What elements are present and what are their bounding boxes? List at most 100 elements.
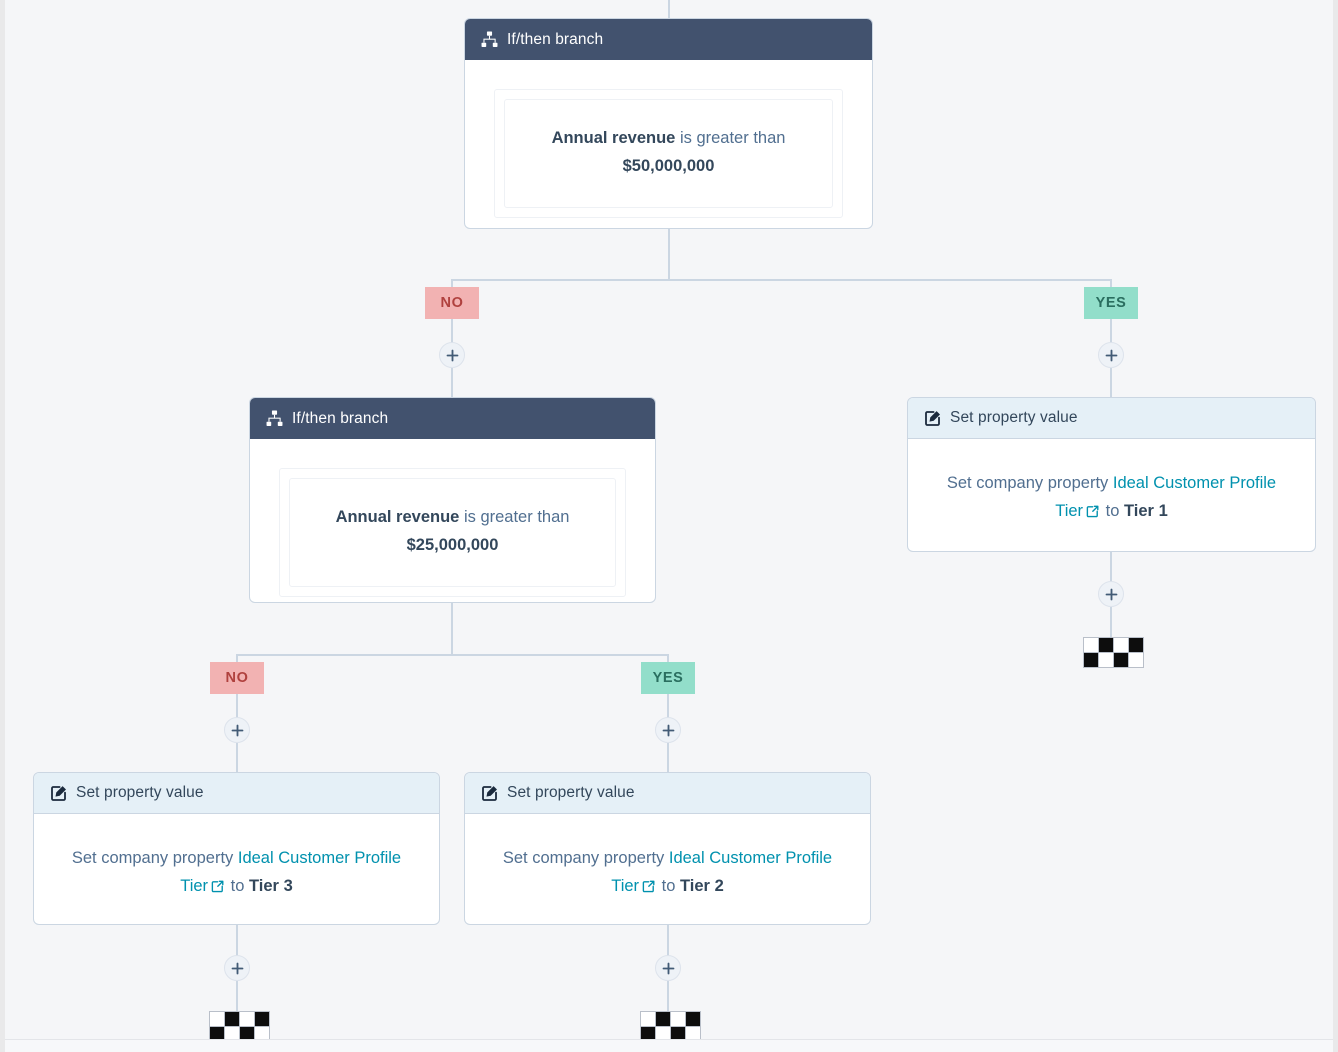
branch-card-2-value: $25,000,000 (406, 536, 499, 555)
action-card-tier1-title: Set property value (950, 409, 1078, 426)
branch-card-1-header: If/then branch (465, 19, 872, 60)
branch-card-1-condition-outer: Annual revenue is greater than $50,000,0… (494, 89, 843, 218)
flag-cell (1114, 638, 1128, 652)
branch-2-yes-badge[interactable]: YES (641, 662, 695, 694)
flag-cell (671, 1012, 685, 1026)
flag-cell (1084, 653, 1098, 667)
flag-cell (240, 1027, 254, 1041)
action-card-tier3[interactable]: Set property value Set company property … (33, 772, 440, 925)
connector-branch2-stem (451, 603, 453, 655)
flag-cell (671, 1027, 685, 1041)
branch-card-2-condition-text: Annual revenue is greater than (302, 504, 603, 530)
action-card-tier2-connector: to (661, 877, 676, 896)
action-card-tier1-header: Set property value (908, 398, 1315, 439)
action-card-tier3-title: Set property value (76, 784, 204, 801)
end-marker-tier1 (1083, 637, 1144, 668)
action-card-tier1-prefix: Set company property (946, 474, 1109, 492)
action-card-tier1-property-link[interactable]: Ideal Customer Profile Tier (1055, 474, 1277, 521)
branch-card-1-value: $50,000,000 (622, 157, 715, 176)
flag-cell (1099, 653, 1113, 667)
action-card-tier2-property-link[interactable]: Ideal Customer Profile Tier (611, 849, 833, 896)
flag-cell (210, 1027, 224, 1041)
branch-card-1-operator: is greater than (679, 129, 786, 147)
branch-card-1-property: Annual revenue (551, 129, 676, 147)
add-step-button-branch2-no[interactable] (224, 717, 250, 743)
plus-icon (446, 349, 458, 361)
bottom-divider (5, 1039, 1333, 1040)
edit-square-icon (50, 785, 67, 802)
branch-card-1-body: Annual revenue is greater than $50,000,0… (465, 60, 872, 228)
branch-1-yes-badge[interactable]: YES (1084, 287, 1138, 319)
plus-icon (662, 724, 674, 736)
action-card-tier2-header: Set property value (465, 773, 870, 814)
edit-square-icon (924, 410, 941, 427)
flag-cell (210, 1012, 224, 1026)
plus-icon (231, 724, 243, 736)
flag-cell (1084, 638, 1098, 652)
branch-2-no-badge[interactable]: NO (210, 662, 264, 694)
branch-card-1-title: If/then branch (507, 30, 604, 48)
branch-card-1[interactable]: If/then branch Annual revenue is greater… (464, 18, 873, 229)
flag-cell (255, 1027, 269, 1041)
end-marker-tier2 (640, 1011, 701, 1042)
action-card-tier3-connector: to (230, 877, 245, 896)
connector-branch1-yes-to-action (1110, 368, 1112, 397)
bottom-band (5, 1040, 1333, 1052)
add-step-button-branch2-yes[interactable] (655, 717, 681, 743)
branch-card-2[interactable]: If/then branch Annual revenue is greater… (249, 397, 656, 603)
action-card-tier2-title: Set property value (507, 784, 635, 801)
flag-cell (225, 1012, 239, 1026)
plus-icon (231, 962, 243, 974)
end-marker-tier3 (209, 1011, 270, 1042)
action-card-tier2-body: Set company property Ideal Customer Prof… (465, 814, 870, 924)
action-card-tier3-value: Tier 3 (249, 877, 293, 896)
branch-card-2-body: Annual revenue is greater than $25,000,0… (250, 439, 655, 602)
action-card-tier3-body: Set company property Ideal Customer Prof… (34, 814, 439, 924)
external-link-icon[interactable] (211, 874, 224, 902)
connector-branch1-stem (668, 228, 670, 280)
action-card-tier2[interactable]: Set property value Set company property … (464, 772, 871, 925)
plus-icon (1105, 588, 1117, 600)
add-step-button-after-tier1[interactable] (1098, 581, 1124, 607)
external-link-icon[interactable] (1086, 499, 1099, 527)
add-step-button-after-tier3[interactable] (224, 955, 250, 981)
flag-cell (1114, 653, 1128, 667)
flag-cell (686, 1027, 700, 1041)
connector-tier3-plus-to-flag (236, 981, 238, 1012)
branch-card-2-header: If/then branch (250, 398, 655, 439)
action-card-tier1[interactable]: Set property value Set company property … (907, 397, 1316, 552)
flag-cell (656, 1012, 670, 1026)
connector-branch2-split (236, 654, 669, 656)
branch-card-2-condition[interactable]: Annual revenue is greater than $25,000,0… (289, 478, 616, 587)
branch-card-2-operator: is greater than (463, 508, 570, 526)
add-step-button-after-tier2[interactable] (655, 955, 681, 981)
add-step-button-branch1-no[interactable] (439, 342, 465, 368)
connector-branch1-no-to-branch2 (451, 368, 453, 397)
sitemap-icon (266, 410, 283, 427)
flag-cell (255, 1012, 269, 1026)
connector-tier1-plus-to-flag (1110, 607, 1112, 638)
flag-cell (686, 1012, 700, 1026)
flag-cell (1099, 638, 1113, 652)
connector-tier3-to-plus (236, 925, 238, 956)
flag-cell (1129, 653, 1143, 667)
action-card-tier1-body: Set company property Ideal Customer Prof… (908, 439, 1315, 551)
action-card-tier2-prefix: Set company property (502, 849, 665, 867)
branch-card-2-title: If/then branch (292, 409, 389, 427)
connector-tier1-to-plus (1110, 551, 1112, 582)
connector-tier2-plus-to-flag (667, 981, 669, 1012)
flag-cell (1129, 638, 1143, 652)
plus-icon (662, 962, 674, 974)
flag-cell (641, 1012, 655, 1026)
flag-cell (240, 1012, 254, 1026)
branch-1-no-badge[interactable]: NO (425, 287, 479, 319)
action-card-tier1-value: Tier 1 (1124, 502, 1168, 521)
sitemap-icon (481, 31, 498, 48)
flag-cell (656, 1027, 670, 1041)
add-step-button-branch1-yes[interactable] (1098, 342, 1124, 368)
flag-cell (641, 1027, 655, 1041)
external-link-icon[interactable] (642, 874, 655, 902)
action-card-tier3-property-link[interactable]: Ideal Customer Profile Tier (180, 849, 402, 896)
branch-card-1-condition[interactable]: Annual revenue is greater than $50,000,0… (504, 99, 833, 208)
